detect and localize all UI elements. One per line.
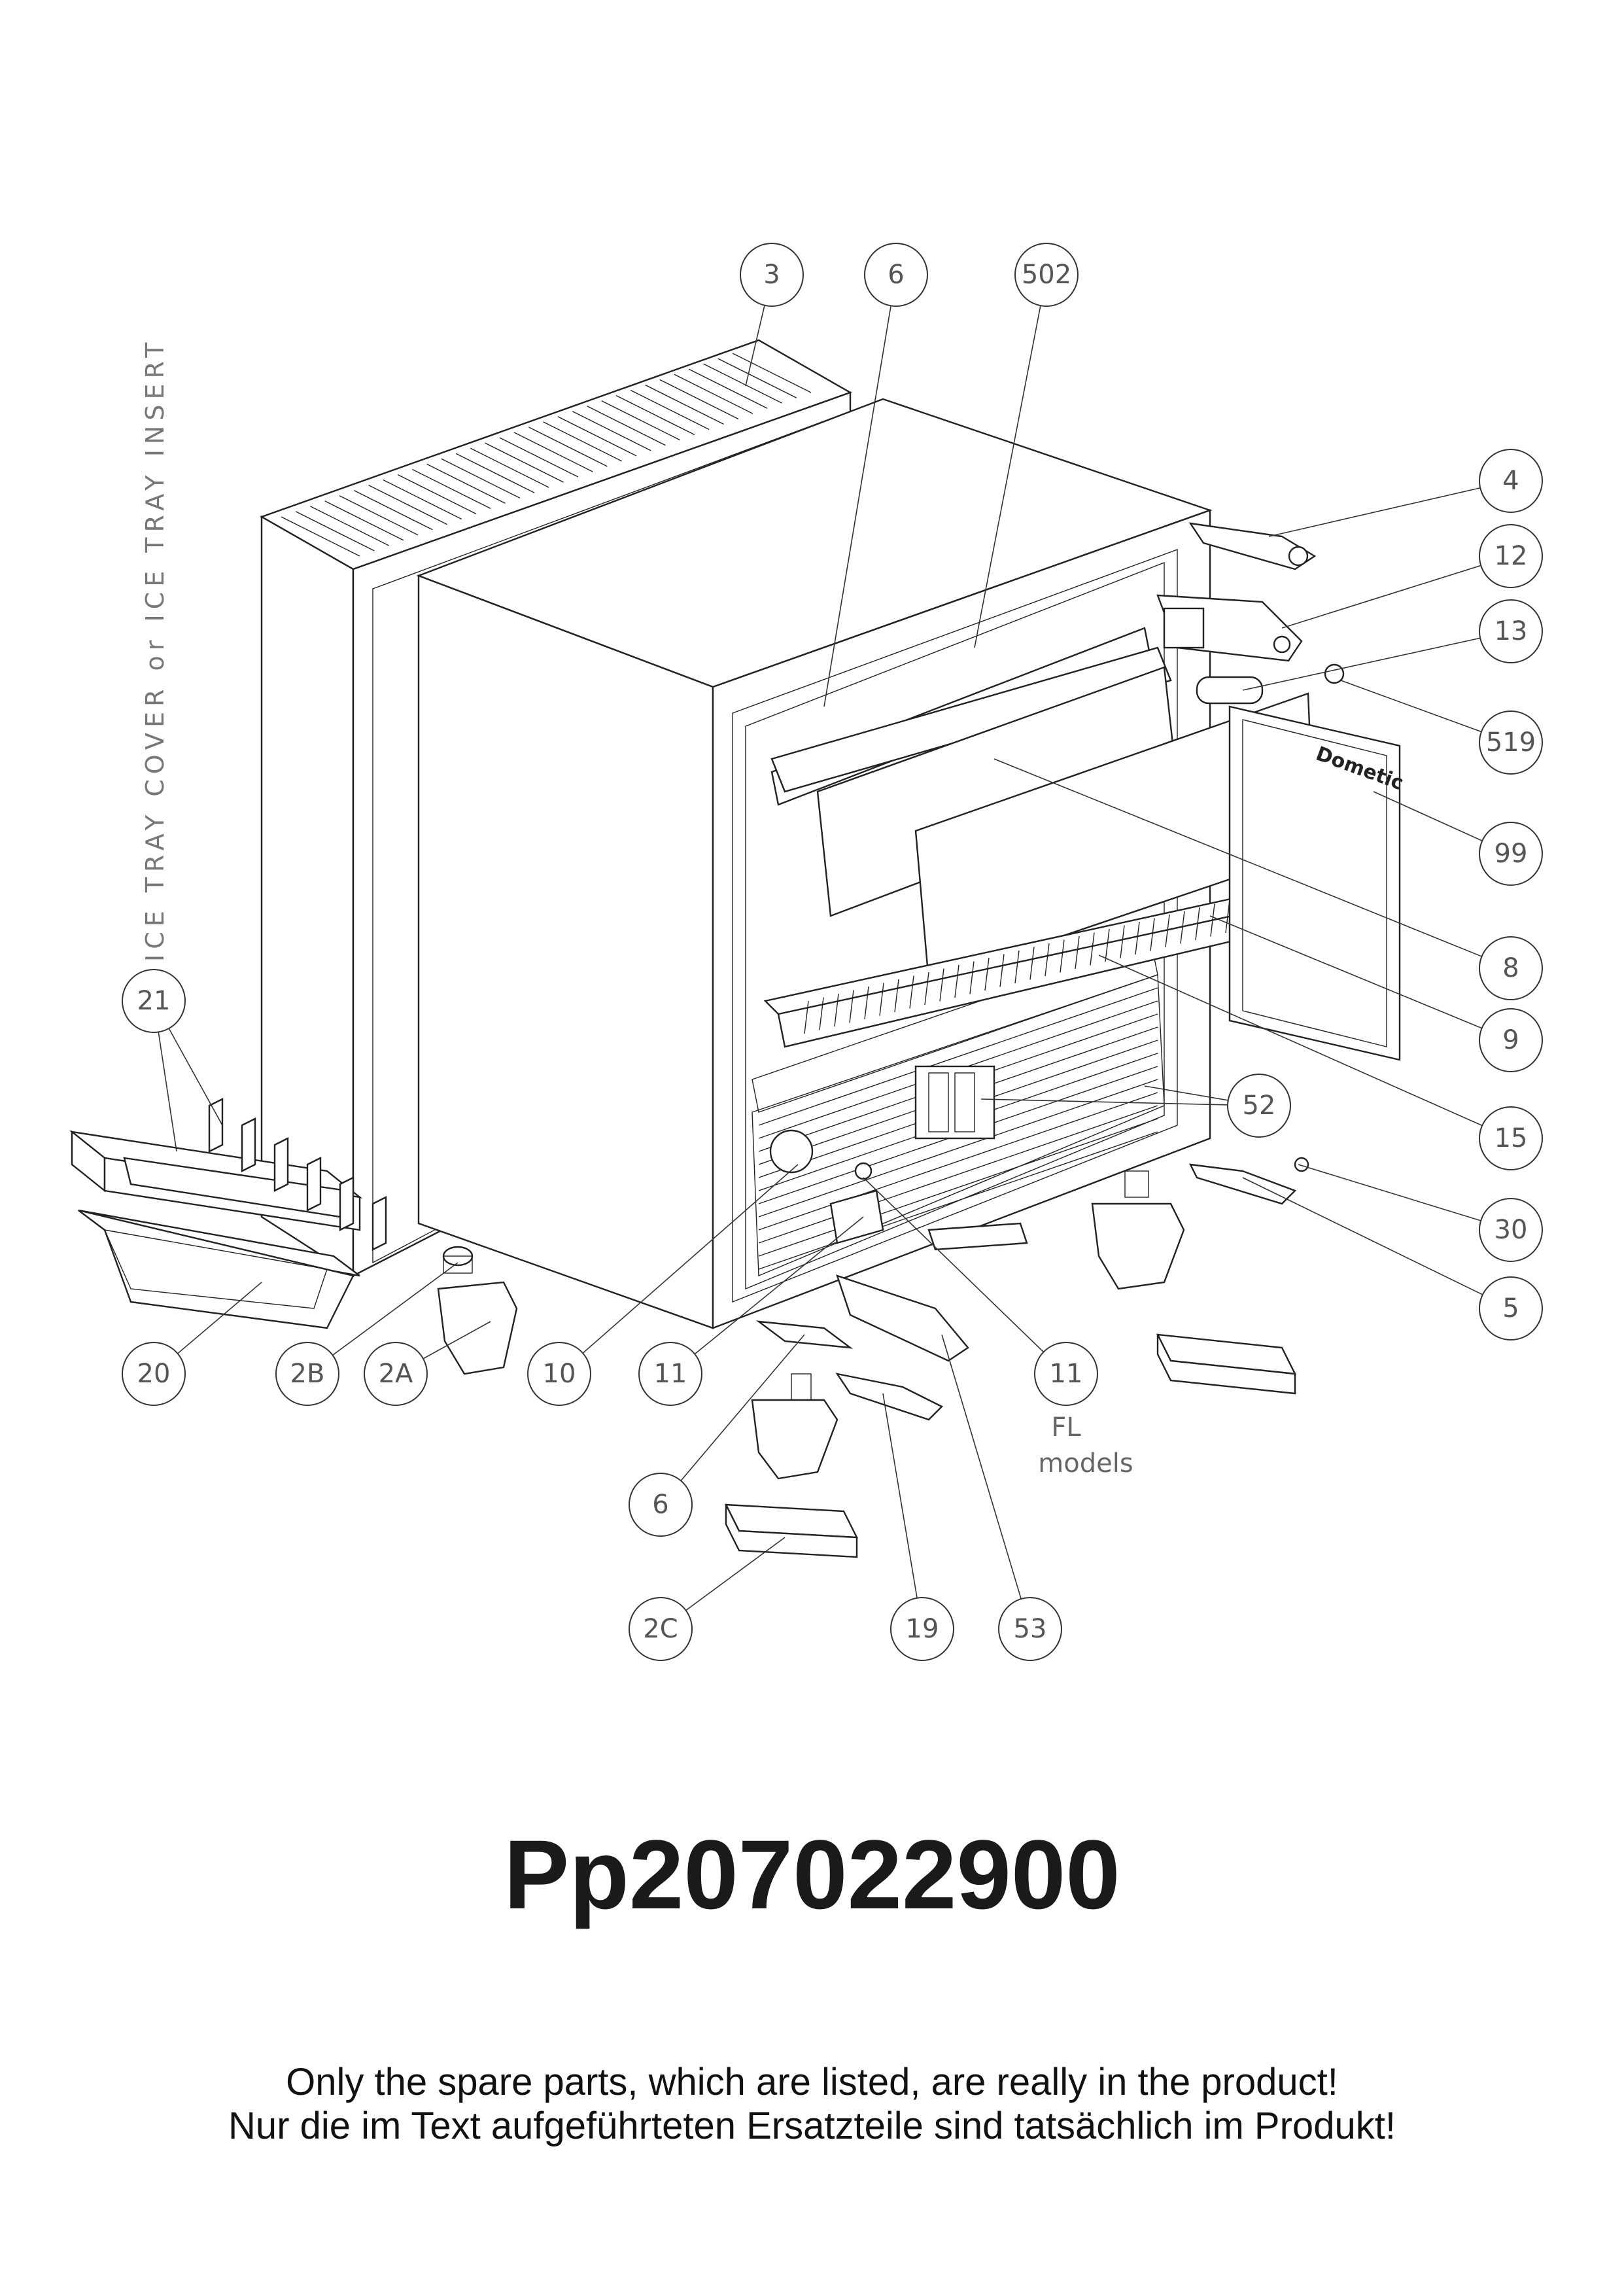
- leader-line-11: [670, 1216, 864, 1375]
- freezer-flap: [770, 646, 1316, 983]
- callout-label: 6: [652, 1490, 668, 1520]
- foot-front-left: [437, 1246, 518, 1375]
- callout-53: 53: [998, 1597, 1062, 1661]
- callout-3: 3: [740, 243, 804, 307]
- spacer-block-rear: [1156, 1333, 1297, 1395]
- callout-4: 4: [1479, 449, 1543, 513]
- callout-label: 2C: [643, 1614, 678, 1644]
- fl-note-line1: FL: [1051, 1412, 1081, 1443]
- ice-tray-side-label: ICE TRAY COVER or ICE TRAY INSERT: [141, 338, 169, 962]
- callout-5: 5: [1479, 1276, 1543, 1340]
- leader-line-6: [660, 1334, 805, 1505]
- callout-21: 21: [122, 969, 186, 1033]
- callout-8: 8: [1479, 936, 1543, 1000]
- disclaimer-english: Only the spare parts, which are listed, …: [286, 2061, 1338, 2103]
- thermostat-knob: [1196, 663, 1345, 705]
- leader-line-11: [863, 1177, 1067, 1375]
- callout-20: 20: [122, 1342, 186, 1406]
- callout-10: 10: [527, 1342, 591, 1406]
- leader-line-53: [941, 1334, 1031, 1630]
- callout-label: 9: [1502, 1025, 1519, 1055]
- leader-line-502: [974, 274, 1047, 648]
- callout-label: 2A: [379, 1359, 413, 1389]
- foot-rear-right: [1091, 1170, 1185, 1290]
- leader-line-15: [1098, 955, 1512, 1139]
- callout-label: 21: [137, 986, 171, 1016]
- door-panel: Dometic: [1228, 705, 1406, 1061]
- part-number: Pp207022900: [504, 1819, 1120, 1929]
- callout-label: 19: [906, 1614, 939, 1644]
- callout-label: 6: [888, 260, 904, 290]
- callout-2B: 2B: [275, 1342, 339, 1406]
- callout-6: 6: [864, 243, 928, 307]
- ice-tray-cover: [78, 1209, 360, 1329]
- exploded-parts-diagram: ICE TRAY COVER or ICE TRAY INSERT: [69, 243, 1543, 1661]
- callout-label: 8: [1502, 953, 1519, 983]
- callout-19: 19: [890, 1597, 954, 1661]
- leader-line-10: [559, 1164, 799, 1375]
- callout-2C: 2C: [629, 1597, 693, 1661]
- leader-line-4: [1268, 480, 1512, 537]
- ice-tray-insert: [69, 1098, 387, 1251]
- callout-2A: 2A: [364, 1342, 428, 1406]
- hinge-plate-19: [835, 1373, 944, 1421]
- leader-line-12: [1281, 555, 1512, 629]
- callout-label: 5: [1502, 1293, 1519, 1323]
- callout-label: 11: [1050, 1359, 1083, 1389]
- fl-note-line2: models: [1038, 1448, 1133, 1479]
- leader-line-6: [823, 274, 897, 707]
- leader-line-8: [993, 758, 1512, 969]
- leader-line-30: [1298, 1164, 1512, 1231]
- callout-11: 11: [638, 1342, 702, 1406]
- callout-label: 11: [654, 1359, 687, 1389]
- connector-block: [914, 1065, 995, 1140]
- callout-30: 30: [1479, 1198, 1543, 1262]
- callout-label: 99: [1494, 839, 1528, 869]
- callout-label: 10: [543, 1359, 576, 1389]
- callout-9: 9: [1479, 1008, 1543, 1072]
- leader-line-9: [1209, 915, 1512, 1041]
- callout-label: 502: [1022, 260, 1071, 290]
- callout-label: 519: [1486, 727, 1536, 758]
- callout-label: 4: [1502, 466, 1519, 496]
- callout-13: 13: [1479, 599, 1543, 663]
- thermostat-unit: [1156, 594, 1303, 662]
- callout-11: 11: [1034, 1342, 1098, 1406]
- leader-line-19: [882, 1393, 923, 1630]
- disclaimer-german: Nur die im Text aufgeführteten Ersatztei…: [228, 2104, 1396, 2147]
- callout-label: 53: [1014, 1614, 1047, 1644]
- callout-6: 6: [629, 1473, 693, 1537]
- callout-12: 12: [1479, 524, 1543, 588]
- lower-hinge-right: [1188, 1157, 1309, 1205]
- callout-label: 3: [763, 260, 780, 290]
- disclaimer: Only the spare parts, which are listed, …: [0, 2061, 1624, 2148]
- leader-line-5: [1242, 1177, 1512, 1309]
- lamp-assembly: [769, 1129, 884, 1244]
- upper-hinge: [1188, 522, 1317, 570]
- spacer-block-front: [725, 1503, 858, 1558]
- callout-label: 15: [1494, 1123, 1528, 1153]
- callout-label: 13: [1494, 616, 1528, 646]
- callout-15: 15: [1479, 1106, 1543, 1170]
- callout-label: 2B: [290, 1359, 325, 1389]
- callout-519: 519: [1479, 710, 1543, 775]
- leader-line-52: [980, 1098, 1260, 1106]
- leader-line-13: [1242, 631, 1512, 691]
- callout-502: 502: [1014, 243, 1079, 307]
- callout-label: 20: [137, 1359, 171, 1389]
- callout-52: 52: [1227, 1074, 1291, 1138]
- callout-label: 30: [1494, 1215, 1528, 1245]
- callout-label: 12: [1494, 541, 1528, 571]
- foot-front: [751, 1373, 838, 1480]
- door-handle-53: [836, 1222, 1028, 1362]
- callout-label: 52: [1243, 1091, 1276, 1121]
- callout-99: 99: [1479, 822, 1543, 886]
